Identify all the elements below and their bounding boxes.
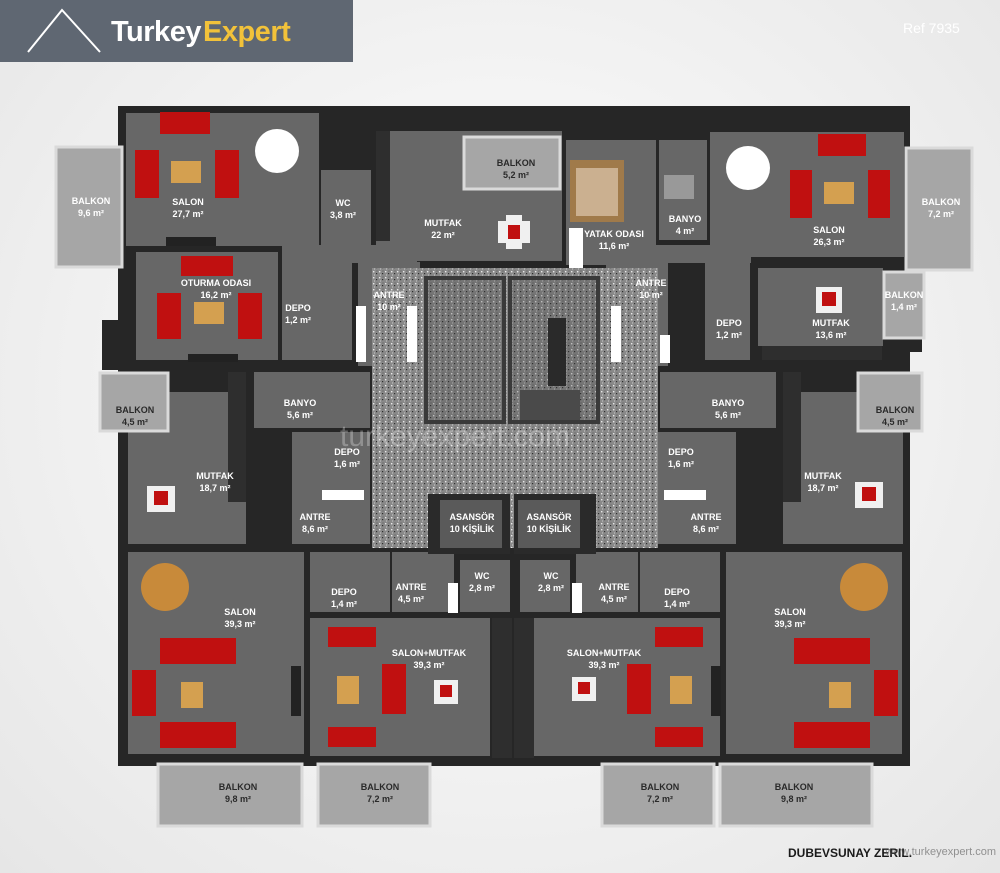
label-depo-bl-name: DEPO bbox=[331, 587, 357, 597]
logo-bar: Turkey Expert bbox=[0, 0, 353, 62]
label-antre-mr-name: ANTRE bbox=[691, 512, 722, 522]
balconies bbox=[54, 135, 974, 828]
label-banyo-tr-name: BANYO bbox=[669, 214, 702, 224]
label-salon-tl-name: SALON bbox=[172, 197, 204, 207]
label-mutfak-tr-area: 13,6 m² bbox=[815, 330, 846, 340]
label-oturma-odasi-name: OTURMA ODASI bbox=[181, 278, 251, 288]
label-wc-tl-area: 3,8 m² bbox=[330, 210, 356, 220]
label-antre-br-area: 4,5 m² bbox=[601, 594, 627, 604]
roof-icon bbox=[27, 8, 101, 53]
label-balkon-tr-area: 7,2 m² bbox=[928, 209, 954, 219]
label-salon-tr-name: SALON bbox=[813, 225, 845, 235]
label-balkon-bcr-area: 7,2 m² bbox=[647, 794, 673, 804]
room-labels: BALKON 9,6 m² SALON 27,7 m² WC 3,8 m² MU… bbox=[72, 158, 961, 804]
label-mutfak-tc-area: 22 m² bbox=[431, 230, 455, 240]
label-balkon-tl-area: 9,6 m² bbox=[78, 208, 104, 218]
label-wc-bl-area: 2,8 m² bbox=[469, 583, 495, 593]
label-salon-br-area: 39,3 m² bbox=[774, 619, 805, 629]
label-banyo-tr-area: 4 m² bbox=[676, 226, 695, 236]
label-antre-tr-area: 10 m² bbox=[639, 290, 663, 300]
label-antre-ml-area: 8,6 m² bbox=[302, 524, 328, 534]
label-balkon-tc-area: 5,2 m² bbox=[503, 170, 529, 180]
label-salon-tr-area: 26,3 m² bbox=[813, 237, 844, 247]
doors bbox=[322, 228, 706, 613]
label-asansor-l-name: ASANSÖR bbox=[449, 512, 495, 522]
label-salon-mutfak-r-area: 39,3 m² bbox=[588, 660, 619, 670]
label-oturma-odasi-area: 16,2 m² bbox=[200, 290, 231, 300]
label-antre-tr-name: ANTRE bbox=[636, 278, 667, 288]
label-antre-mr-area: 8,6 m² bbox=[693, 524, 719, 534]
label-mutfak-tr-name: MUTFAK bbox=[812, 318, 850, 328]
label-depo-mr-area: 1,6 m² bbox=[668, 459, 694, 469]
label-depo-ml-area: 1,6 m² bbox=[334, 459, 360, 469]
reference-number: Ref 7935 bbox=[903, 20, 960, 36]
label-salon-mutfak-l-area: 39,3 m² bbox=[413, 660, 444, 670]
label-yatak-odasi-name: YATAK ODASI bbox=[584, 229, 644, 239]
label-balkon-bl-area: 9,8 m² bbox=[225, 794, 251, 804]
label-asansor-r-capacity: 10 KİŞİLİK bbox=[527, 524, 572, 534]
label-balkon-bcl-area: 7,2 m² bbox=[367, 794, 393, 804]
label-balkon-br-name: BALKON bbox=[775, 782, 814, 792]
label-banyo-mr-area: 5,6 m² bbox=[715, 410, 741, 420]
label-mutfak-tc-name: MUTFAK bbox=[424, 218, 462, 228]
label-antre-tl-name: ANTRE bbox=[374, 290, 405, 300]
label-banyo-ml-area: 5,6 m² bbox=[287, 410, 313, 420]
label-salon-bl-area: 39,3 m² bbox=[224, 619, 255, 629]
label-salon-mutfak-l-name: SALON+MUTFAK bbox=[392, 648, 467, 658]
label-antre-bl-area: 4,5 m² bbox=[398, 594, 424, 604]
watermark-url: www.turkeyexpert.com bbox=[884, 846, 996, 858]
label-antre-bl-name: ANTRE bbox=[396, 582, 427, 592]
label-salon-br-name: SALON bbox=[774, 607, 806, 617]
label-mutfak-mr-name: MUTFAK bbox=[804, 471, 842, 481]
label-balkon-tr-small-area: 1,4 m² bbox=[891, 302, 917, 312]
label-mutfak-mr-area: 18,7 m² bbox=[807, 483, 838, 493]
site-label: DUBEVSUNAY ZERIL. bbox=[788, 846, 912, 860]
label-balkon-bcl-name: BALKON bbox=[361, 782, 400, 792]
label-balkon-tc-name: BALKON bbox=[497, 158, 536, 168]
label-depo-tr-area: 1,2 m² bbox=[716, 330, 742, 340]
label-depo-tl-name: DEPO bbox=[285, 303, 311, 313]
label-asansor-l-capacity: 10 KİŞİLİK bbox=[450, 524, 495, 534]
label-wc-br-name: WC bbox=[544, 571, 559, 581]
label-balkon-bcr-name: BALKON bbox=[641, 782, 680, 792]
stair-core bbox=[372, 268, 658, 554]
label-wc-br-area: 2,8 m² bbox=[538, 583, 564, 593]
label-yatak-odasi-area: 11,6 m² bbox=[599, 241, 630, 251]
label-depo-br-name: DEPO bbox=[664, 587, 690, 597]
label-depo-br-area: 1,4 m² bbox=[664, 599, 690, 609]
label-salon-tl-area: 27,7 m² bbox=[172, 209, 203, 219]
label-banyo-mr-name: BANYO bbox=[712, 398, 745, 408]
label-depo-bl-area: 1,4 m² bbox=[331, 599, 357, 609]
label-depo-tl-area: 1,2 m² bbox=[285, 315, 311, 325]
label-wc-bl-name: WC bbox=[475, 571, 490, 581]
label-antre-br-name: ANTRE bbox=[599, 582, 630, 592]
label-balkon-tr-small-name: BALKON bbox=[885, 290, 924, 300]
brand-name: Turkey bbox=[111, 16, 201, 48]
label-antre-ml-name: ANTRE bbox=[300, 512, 331, 522]
label-salon-mutfak-r-name: SALON+MUTFAK bbox=[567, 648, 642, 658]
label-balkon-bl-name: BALKON bbox=[219, 782, 258, 792]
label-depo-tr-name: DEPO bbox=[716, 318, 742, 328]
label-balkon-tr-name: BALKON bbox=[922, 197, 961, 207]
label-balkon-mr-area: 4,5 m² bbox=[882, 417, 908, 427]
label-depo-ml-name: DEPO bbox=[334, 447, 360, 457]
label-depo-mr-name: DEPO bbox=[668, 447, 694, 457]
label-salon-bl-name: SALON bbox=[224, 607, 256, 617]
label-mutfak-ml-area: 18,7 m² bbox=[199, 483, 230, 493]
label-wc-tl-name: WC bbox=[336, 198, 351, 208]
label-antre-tl-area: 10 m² bbox=[377, 302, 401, 312]
label-mutfak-ml-name: MUTFAK bbox=[196, 471, 234, 481]
label-balkon-tl-name: BALKON bbox=[72, 196, 111, 206]
label-balkon-ml-area: 4,5 m² bbox=[122, 417, 148, 427]
watermark: turkeyexpert.com bbox=[340, 420, 570, 453]
label-balkon-mr-name: BALKON bbox=[876, 405, 915, 415]
label-balkon-ml-name: BALKON bbox=[116, 405, 155, 415]
label-banyo-ml-name: BANYO bbox=[284, 398, 317, 408]
brand-name-accent: Expert bbox=[203, 16, 291, 48]
furniture bbox=[132, 112, 898, 758]
label-asansor-r-name: ASANSÖR bbox=[526, 512, 572, 522]
label-balkon-br-area: 9,8 m² bbox=[781, 794, 807, 804]
